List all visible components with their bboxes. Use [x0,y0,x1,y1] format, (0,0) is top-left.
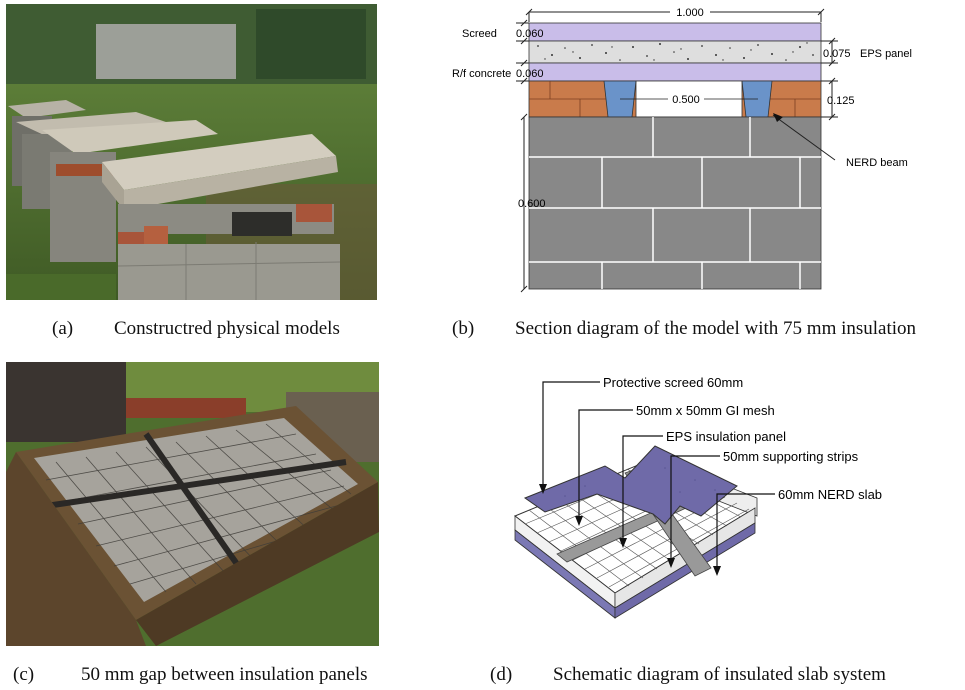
caption-b: (b) Section diagram of the model with 75… [452,318,916,340]
caption-a-label: (a) [52,318,74,339]
screed-label: Screed [462,28,497,40]
caption-a-text: Constructred physical models [114,318,340,339]
eps-dim-label: 0.075 [823,48,851,60]
schematic-diagram-svg: Protective screed 60mm 50mm x 50mm GI me… [514,375,882,619]
wall-dim-label: 0.600 [518,198,546,210]
screed-dim-label: 0.060 [516,28,544,40]
schematic-eps-label: EPS insulation panel [666,429,786,444]
schematic-mesh-label: 50mm x 50mm GI mesh [636,403,775,418]
section-diagram-svg: 1.000 0.500 [452,6,912,293]
nerd-span-label: 0.500 [672,94,700,106]
section-diagram: 1.000 0.500 [440,0,965,300]
photo-physical-models-image [6,4,377,300]
rf-concrete-label: R/f concrete [452,68,511,80]
schematic-slab-label: 60mm NERD slab [778,487,882,502]
photo-insulation-gap [6,362,379,646]
schematic-strips-label: 50mm supporting strips [723,449,859,464]
photo-physical-models [6,4,377,300]
rf-concrete-dim-label: 0.060 [516,68,544,80]
photo-insulation-gap-image [6,362,379,646]
caption-c-label: (c) [13,664,35,685]
caption-c-text: 50 mm gap between insulation panels [81,664,368,685]
caption-b-label: (b) [452,318,475,339]
eps-panel-label: EPS panel [860,48,912,60]
caption-c: (c) 50 mm gap between insulation panels [13,664,368,686]
caption-d-label: (d) [490,664,513,685]
caption-d: (d) Schematic diagram of insulated slab … [490,664,886,686]
caption-b-text: Section diagram of the model with 75 mm … [515,318,917,339]
nerd-dim-label: 0.125 [827,95,855,107]
caption-d-text: Schematic diagram of insulated slab syst… [553,664,886,685]
width-dimension-label: 1.000 [676,7,704,19]
schematic-diagram: Protective screed 60mm 50mm x 50mm GI me… [505,368,965,648]
nerd-beam-label: NERD beam [846,157,908,169]
caption-a: (a) Constructred physical models [52,318,340,340]
schematic-screed-label: Protective screed 60mm [603,375,743,390]
